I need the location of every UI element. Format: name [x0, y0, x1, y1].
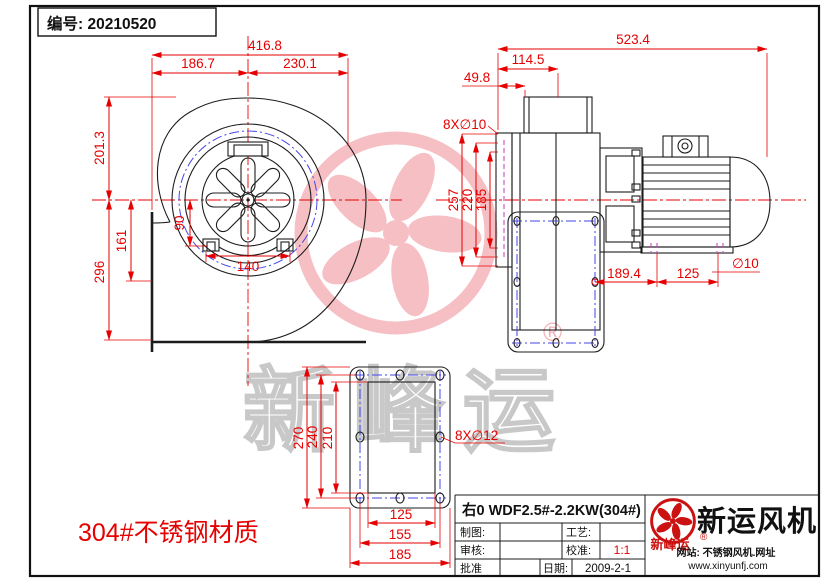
motor-ribs: [643, 164, 730, 236]
dim-161: 161: [114, 230, 129, 253]
date-label: 日期:: [543, 562, 568, 575]
model-designation: 右0 WDF2.5#-2.2KW(304#): [462, 501, 641, 519]
motor-bracket: [599, 147, 643, 253]
dim-185: 185: [474, 189, 489, 212]
brand-watermark-text: 新峰运: [243, 361, 573, 463]
hub-center: [246, 198, 250, 202]
process-label: 工艺:: [566, 526, 591, 539]
terminal-box: [662, 135, 709, 158]
title-block: 右0 WDF2.5#-2.2KW(304#) 制图: 审核: 批准 工艺: 校准…: [454, 494, 818, 575]
dim-186: 186.7: [181, 56, 215, 71]
dim-49: 49.8: [464, 70, 490, 85]
watermarks: ® 新峰运: [242, 138, 573, 464]
website-line2: www.xinyunfj.com: [687, 561, 767, 572]
brand-registered-mark: ®: [700, 532, 708, 543]
dim-220: 220: [460, 189, 475, 212]
flange-view: [349, 366, 451, 509]
brand-name: 新峰运: [650, 537, 689, 552]
motor-body: [642, 156, 731, 248]
checked-label: 审核:: [460, 543, 485, 557]
dim-523: 523.4: [616, 32, 650, 47]
sheet-frame: 编号: 20210520: [28, 4, 821, 578]
dim-155: 155: [389, 527, 412, 542]
flange-view-dimensions: 270 240 210 125 155 185 8X∅12: [291, 366, 505, 568]
inlet-bolt-circle: [178, 130, 318, 270]
drawn-label: 制图:: [460, 526, 485, 539]
impeller: [205, 157, 291, 243]
dim-125-flange: 125: [390, 507, 413, 522]
inlet-ring-outer: [171, 123, 325, 277]
border-frame: [28, 4, 821, 578]
dim-416: 416.8: [248, 38, 282, 53]
dim-296: 296: [92, 261, 107, 284]
side-view-dimensions: 523.4 114.5 49.8 8X∅10 257 220 185 189.4…: [443, 32, 768, 287]
volute-scroll-outline: [152, 97, 367, 343]
dim-outlet-holes: 8X∅10: [443, 117, 486, 132]
motor: [640, 135, 771, 254]
dim-257: 257: [446, 189, 461, 212]
fan-logo-watermark: [301, 138, 494, 332]
scroll-top-duct: [523, 96, 593, 134]
motor-end-cap: [729, 156, 771, 248]
dim-flange-holes: 8X∅12: [455, 428, 498, 443]
front-view-dimensions: 416.8 186.7 230.1 201.3 296 161 90 140: [92, 38, 349, 341]
scale-value: 1:1: [614, 543, 631, 557]
flange-outer-plate: [349, 366, 451, 509]
dim-240: 240: [305, 426, 320, 449]
dim-270: 270: [291, 427, 306, 450]
serial-number: 编号: 20210520: [47, 14, 156, 33]
terminal-gland: [677, 138, 693, 154]
dim-114: 114.5: [512, 52, 545, 67]
dim-140: 140: [237, 259, 260, 274]
material-note: 304#不锈钢材质: [78, 519, 259, 547]
bottom-brackets: [202, 238, 294, 256]
dim-189: 189.4: [607, 266, 641, 281]
dim-185-flange: 185: [389, 547, 412, 562]
company-name: 新运风机: [697, 505, 817, 538]
dim-230: 230.1: [283, 56, 317, 71]
foot-hole-marks: [650, 243, 724, 253]
approved-label: 批准: [460, 561, 482, 575]
motor-feet: [640, 246, 734, 254]
inlet-ring-inner: [184, 136, 312, 264]
date-value: 2009-2-1: [585, 563, 631, 575]
website-line1: 网站: 不锈钢风机.网址: [677, 546, 776, 559]
inlet-collar: [495, 132, 513, 268]
scale-label: 校准:: [566, 543, 591, 557]
dim-90: 90: [172, 215, 187, 230]
dim-foot-hole: ∅10: [732, 256, 759, 271]
company-block: ® 新峰运 新运风机 网站: 不锈钢风机.网址 www.xinyunfj.com: [650, 498, 817, 572]
dim-201: 201.3: [92, 131, 107, 165]
top-junction-box-inner: [233, 144, 263, 157]
dim-210: 210: [320, 427, 335, 450]
outlet-upper-lip: [151, 221, 171, 224]
serial-box: [37, 7, 217, 37]
hub-circle: [241, 193, 255, 207]
front-view: [92, 36, 402, 386]
dim-125-feet: 125: [677, 266, 700, 281]
